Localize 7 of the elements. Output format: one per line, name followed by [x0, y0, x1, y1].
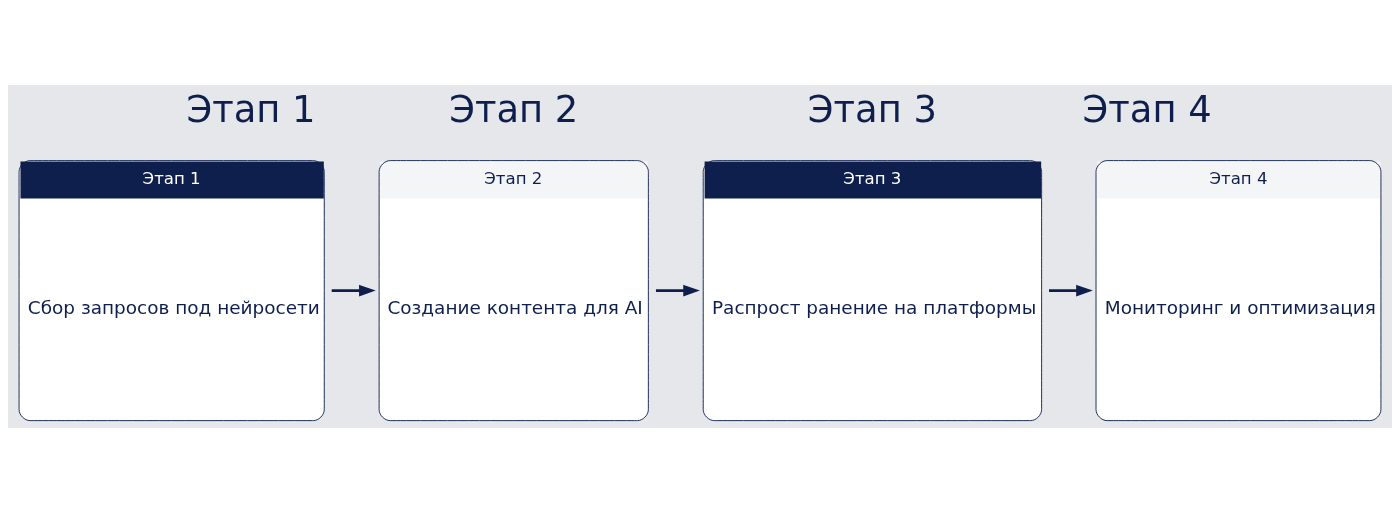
arrow — [1049, 284, 1093, 296]
arrow — [655, 284, 700, 296]
label: Этап 1 — [186, 87, 316, 131]
label: Этап 4 — [1082, 87, 1212, 131]
label: Этап 2 — [449, 87, 579, 131]
label: Этап 3 — [807, 87, 937, 131]
arrow — [331, 284, 376, 296]
